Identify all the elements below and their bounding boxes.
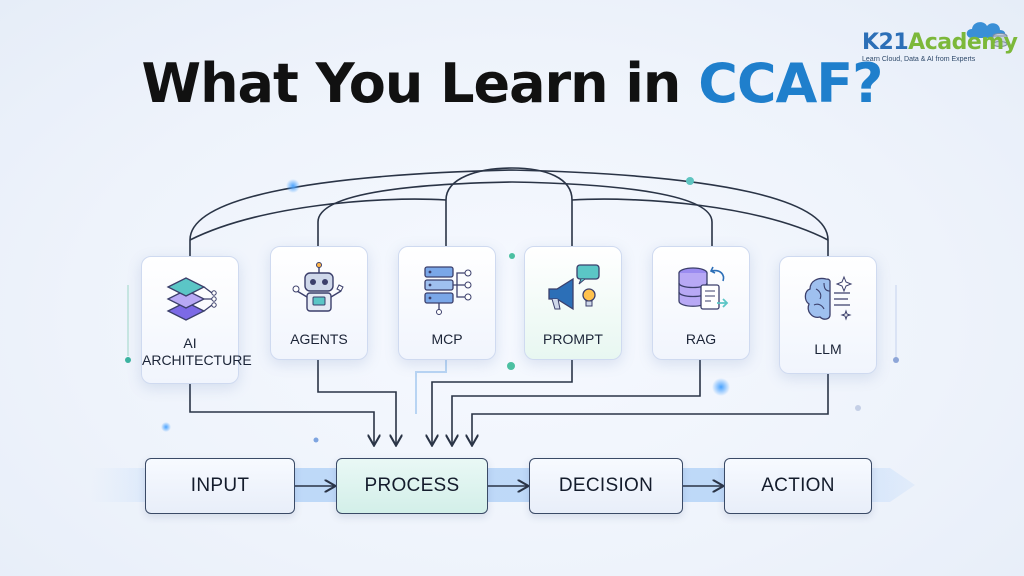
layers-icon [166,277,217,321]
card-llm: LLM [779,256,877,374]
wire-top-1 [189,169,829,258]
wire-low-mcp [415,358,447,414]
page-title: What You Learn in CCAF? [0,52,1024,115]
card-label: AGENTS [290,331,348,347]
card-agents: AGENTS [270,246,368,360]
flow-step-input: INPUT [145,458,295,514]
card-label: RAG [685,331,717,347]
flow-step-decision: DECISION [529,458,683,514]
wire-top-4 [445,167,573,246]
wire-top-3 [511,181,713,246]
card-label: MCP [431,331,463,347]
logo-name: K21Academy [862,30,1018,55]
wire-top-5 [189,198,447,241]
flow-step-action: ACTION [724,458,872,514]
wire-top-6 [571,198,829,241]
card-rag: RAG [652,246,750,360]
database-icon [678,266,729,310]
flow-step-process: PROCESS [336,458,488,514]
glow-dots [125,177,899,443]
server-icon [424,266,472,315]
flow-band [90,468,915,502]
title-prefix: What You Learn in [141,52,682,115]
robot-icon [292,262,344,312]
wire-low-agents [317,358,396,444]
card-prompt: PROMPT [524,246,622,360]
wire-low-llm [472,372,829,444]
card-mcp: MCP [398,246,496,360]
wire-low-prompt [432,358,573,444]
card-label: PROMPT [543,331,603,347]
wire-low-archi [189,372,374,444]
card-label: LLM [814,341,842,357]
brain-icon [804,275,853,321]
megaphone-icon [548,264,600,311]
wire-low-rag [452,358,701,444]
cloud-database-icon [966,22,1008,47]
wire-top-2 [317,181,513,246]
brand-logo: K21Academy Learn Cloud, Data & AI from E… [860,16,1018,66]
title-accent: CCAF? [698,52,883,115]
logo-tagline: Learn Cloud, Data & AI from Experts [862,56,976,63]
